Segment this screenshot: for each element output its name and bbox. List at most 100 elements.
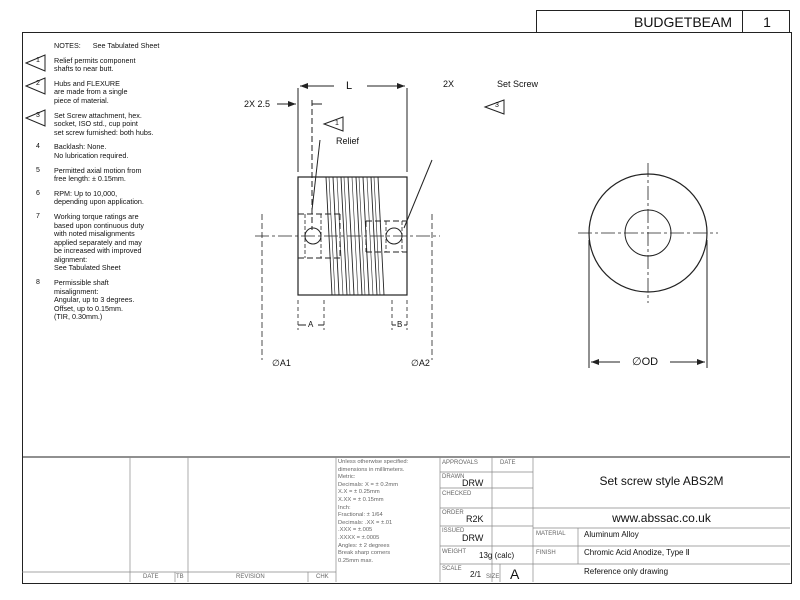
relief-flag-number: 1 bbox=[335, 120, 339, 127]
rev-tb-header: TB bbox=[176, 574, 184, 580]
sheet-number: 1 bbox=[763, 14, 771, 30]
set-screw-label: Set Screw bbox=[497, 79, 539, 89]
dim-2x25-label: 2X 2.5 bbox=[244, 99, 271, 109]
note-item: 3 Set Screw attachment, hex.socket, ISO s… bbox=[22, 108, 182, 138]
note-line: with noted misalignments bbox=[54, 229, 135, 239]
drawn-label: DRAWN bbox=[442, 474, 465, 480]
note-line: misalignment: bbox=[54, 286, 99, 296]
drawn-value: DRW bbox=[462, 478, 484, 488]
note-line: Permissible shaft bbox=[54, 278, 109, 288]
dim-B-label: B bbox=[397, 320, 403, 329]
notes-subtitle: See Tabulated Sheet bbox=[92, 41, 160, 50]
weight-value: 13g (calc) bbox=[479, 551, 515, 560]
note-line: Angular, up to 3 degrees. bbox=[54, 295, 135, 305]
tolerance-line: Unless otherwise specified: bbox=[338, 459, 409, 465]
note-flag-icon bbox=[25, 108, 46, 127]
note-flag-icon bbox=[25, 53, 46, 72]
note-line: RPM: Up to 10,000, bbox=[54, 188, 118, 198]
relief-label: Relief bbox=[336, 136, 360, 146]
note-line: Backlash: None. bbox=[54, 142, 107, 152]
note-line: set screw furnished: both hubs. bbox=[54, 127, 154, 137]
note-line: Working torque ratings are bbox=[54, 211, 139, 221]
note-number: 7 bbox=[36, 212, 40, 220]
size-label: SIZE bbox=[486, 574, 500, 580]
notes-section: NOTES: See Tabulated Sheet 1 Relief permi… bbox=[22, 41, 182, 328]
dim-A-label: A bbox=[308, 320, 314, 329]
note-line: be increased with improved bbox=[54, 246, 142, 256]
tolerance-line: Angles: ± 2 degrees bbox=[338, 542, 390, 549]
checked-label: CHECKED bbox=[442, 491, 472, 497]
date-label: DATE bbox=[500, 460, 516, 466]
tolerance-line: .XXX = ±.005 bbox=[338, 527, 373, 534]
note-line: are made from a single bbox=[54, 87, 128, 97]
rev-date-header: DATE bbox=[143, 574, 159, 580]
tolerance-line: Metric: bbox=[338, 474, 356, 481]
note-line: See Tabulated Sheet bbox=[54, 263, 121, 273]
note-line: free length: ± 0.15mm. bbox=[54, 174, 126, 184]
material-label: MATERIAL bbox=[536, 531, 566, 537]
note-line: socket, ISO std., cup point bbox=[54, 119, 138, 129]
drawing-title: Set screw style ABS2M bbox=[599, 474, 724, 488]
issued-value: DRW bbox=[462, 533, 484, 543]
scale-value: 2/1 bbox=[470, 570, 482, 579]
dim-OD-label: ∅OD bbox=[632, 356, 659, 368]
note-line: based upon continuous duty bbox=[54, 220, 144, 230]
drawing-border bbox=[22, 32, 792, 584]
header-box: BUDGETBEAM 1 bbox=[536, 10, 790, 33]
note-number: 1 bbox=[36, 56, 40, 64]
tolerance-line: dimensions in millimeters. bbox=[338, 466, 405, 473]
rev-chk-header: CHK bbox=[316, 574, 329, 580]
dim-2x-label: 2X bbox=[443, 79, 455, 89]
note-line: No lubrication required. bbox=[54, 150, 129, 160]
material-value: Aluminum Alloy bbox=[584, 530, 639, 539]
tolerance-line: Break sharp corners bbox=[338, 550, 391, 557]
note-line: Permitted axial motion from bbox=[54, 165, 142, 175]
note-number: 3 bbox=[36, 111, 40, 119]
note-line: shafts to near butt. bbox=[54, 64, 114, 74]
note-flag-icon bbox=[25, 77, 46, 95]
weight-label: WEIGHT bbox=[442, 549, 466, 555]
tolerance-line: X.X = ± 0.25mm bbox=[338, 489, 380, 496]
order-value: R2K bbox=[466, 514, 484, 524]
note-item: 4 Backlash: None.No lubrication required. bbox=[22, 143, 182, 160]
note-line: Offset, up to 0.15mm. bbox=[54, 303, 123, 313]
tolerance-line: 0.25mm max. bbox=[338, 557, 374, 564]
note-line: Hubs and FLEXURE bbox=[54, 78, 120, 88]
note-line: applied separately and may bbox=[54, 237, 142, 247]
tolerance-line: Decimals: .XX = ±.01 bbox=[338, 519, 393, 526]
note-line: (TIR, 0.30mm.) bbox=[54, 312, 103, 322]
dim-L-label: L bbox=[346, 80, 353, 92]
website-link[interactable]: www.abssac.co.uk bbox=[612, 511, 711, 525]
note-number: 5 bbox=[36, 166, 40, 174]
tolerance-line: Decimals: X = ± 0.2mm bbox=[338, 481, 399, 488]
note-line: piece of material. bbox=[54, 95, 109, 105]
set-screw-flag-number: 3 bbox=[495, 102, 499, 109]
note-line: depending upon application. bbox=[54, 197, 144, 207]
notes-title-label: NOTES: bbox=[54, 41, 81, 50]
approvals-label: APPROVALS bbox=[442, 460, 478, 466]
tolerance-line: Fractional: ± 1/64 bbox=[338, 512, 383, 519]
scale-label: SCALE bbox=[442, 566, 462, 572]
reference-note: Reference only drawing bbox=[584, 567, 669, 576]
dim-A1-label: ∅A1 bbox=[272, 358, 291, 368]
note-line: alignment: bbox=[54, 254, 88, 264]
tolerance-line: .XXXX = ±.0005 bbox=[338, 534, 380, 541]
product-name: BUDGETBEAM bbox=[537, 11, 743, 33]
rev-revision-header: REVISION bbox=[236, 574, 265, 580]
note-number: 4 bbox=[36, 143, 40, 151]
tolerance-block: Unless otherwise specified:dimensions in… bbox=[338, 459, 408, 565]
dim-A2-label: ∅A2 bbox=[411, 358, 430, 368]
notes-title: NOTES: See Tabulated Sheet bbox=[22, 41, 182, 51]
order-label: ORDER bbox=[442, 510, 464, 516]
note-line: Set Screw attachment, hex. bbox=[54, 110, 142, 120]
note-number: 2 bbox=[36, 79, 40, 87]
note-line: Relief permits component bbox=[54, 55, 136, 65]
